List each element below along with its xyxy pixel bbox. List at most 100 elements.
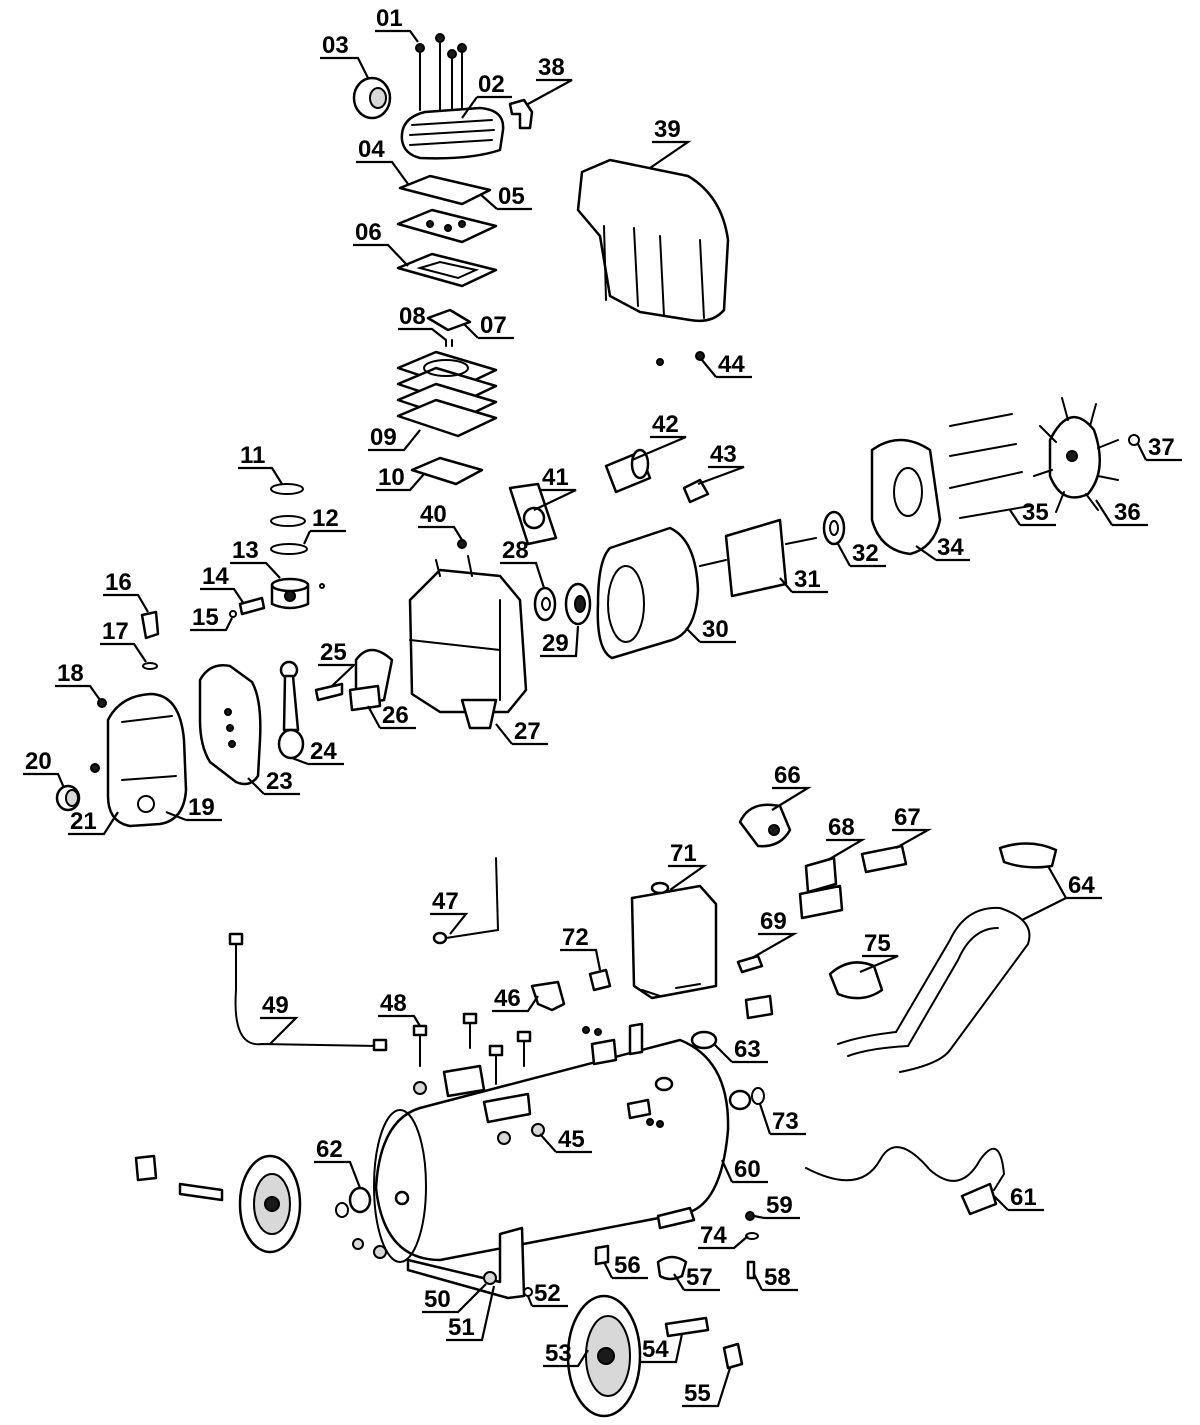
part-75-rubber-foot	[828, 961, 884, 1000]
callout-label-29: 29	[542, 630, 569, 657]
callout-37: 37	[1137, 434, 1182, 462]
part-48-bolts	[412, 1012, 532, 1085]
part-47-pipe	[432, 857, 500, 945]
callout-26: 26	[367, 702, 416, 730]
tank-fittings	[582, 1022, 674, 1128]
part-31-rotor	[699, 518, 817, 598]
callout-label-62: 62	[316, 1136, 343, 1163]
tank-top-brackets	[442, 1064, 532, 1124]
callout-label-43: 43	[710, 441, 737, 468]
part-44-screws	[656, 351, 705, 366]
callout-48: 48	[378, 990, 421, 1027]
part-35-tie-rods	[949, 413, 1031, 519]
callout-63: 63	[713, 1036, 768, 1064]
part-72-fitting	[588, 968, 612, 992]
part-73-plug	[728, 1087, 765, 1111]
callout-10: 10	[376, 464, 425, 492]
callout-label-10: 10	[378, 464, 405, 491]
part-16-breather	[140, 610, 160, 670]
callout-label-56: 56	[614, 1252, 641, 1279]
part-32-bearing	[822, 510, 846, 546]
callout-label-68: 68	[828, 814, 855, 841]
callout-19: 19	[165, 794, 222, 822]
part-66-knob	[738, 803, 792, 848]
callout-label-67: 67	[894, 804, 921, 831]
callout-23: 23	[247, 768, 300, 796]
callout-62: 62	[314, 1136, 362, 1189]
callout-27: 27	[495, 718, 548, 746]
callout-42: 42	[631, 411, 687, 462]
callout-label-05: 05	[498, 183, 525, 210]
callout-label-71: 71	[670, 840, 697, 867]
callout-40: 40	[418, 501, 463, 541]
callout-06: 06	[353, 219, 409, 267]
part-71-pressure-switch	[630, 881, 718, 1000]
callout-67: 67	[892, 804, 933, 849]
callout-28: 28	[500, 537, 546, 589]
part-36-fan	[1033, 397, 1119, 513]
part-63-nut	[690, 1030, 718, 1050]
callout-01: 01	[375, 5, 419, 43]
callout-label-18: 18	[57, 660, 84, 687]
callout-label-31: 31	[794, 566, 821, 593]
callout-31: 31	[779, 566, 828, 594]
callout-60: 60	[720, 1156, 768, 1184]
callout-59: 59	[753, 1192, 800, 1220]
callout-label-42: 42	[652, 411, 679, 438]
callout-29: 29	[540, 625, 580, 658]
callout-11: 11	[238, 442, 283, 485]
callout-label-40: 40	[420, 501, 447, 528]
part-03-cap	[352, 76, 392, 120]
callout-04: 04	[356, 136, 409, 185]
callout-label-46: 46	[494, 985, 521, 1012]
part-38-elbow-fitting	[508, 98, 534, 130]
callout-36: 36	[1095, 499, 1148, 527]
part-69-fitting	[736, 954, 764, 974]
callout-label-47: 47	[432, 888, 459, 915]
part-06-gasket	[396, 252, 498, 288]
part-14-piston-pin	[229, 596, 266, 618]
callout-17: 17	[100, 618, 147, 663]
callout-35: 35	[1009, 499, 1056, 527]
callout-label-13: 13	[232, 537, 259, 564]
callout-label-54: 54	[642, 1336, 669, 1363]
callout-15: 15	[190, 604, 233, 632]
callout-57: 57	[673, 1264, 720, 1292]
callout-55: 55	[682, 1367, 732, 1408]
part-19-crankcase-cover	[106, 692, 188, 828]
callout-09: 09	[368, 424, 421, 452]
callout-75: 75	[859, 930, 899, 974]
part-29-bearing	[564, 582, 592, 626]
part-42-capacitor	[604, 448, 652, 494]
part-61-power-cord	[805, 1146, 1006, 1216]
callout-14: 14	[200, 563, 245, 605]
part-46-elbow	[530, 980, 566, 1012]
rear-wheel	[238, 1154, 302, 1254]
callout-label-30: 30	[702, 616, 729, 643]
callout-21: 21	[68, 808, 119, 836]
callout-label-08: 08	[399, 303, 426, 330]
part-53-wheel	[566, 1294, 642, 1418]
part-30-stator	[596, 526, 700, 660]
callout-label-69: 69	[760, 908, 787, 935]
callout-label-44: 44	[718, 351, 745, 378]
callout-label-04: 04	[358, 136, 385, 163]
callout-53: 53	[543, 1340, 589, 1368]
callout-69: 69	[751, 908, 799, 959]
part-28-washer	[533, 586, 557, 622]
callout-56: 56	[603, 1252, 648, 1280]
callout-label-32: 32	[852, 540, 879, 567]
callout-label-36: 36	[1114, 499, 1141, 526]
callout-39: 39	[649, 116, 692, 169]
callout-58: 58	[753, 1264, 798, 1292]
callout-47: 47	[430, 888, 469, 935]
callout-label-53: 53	[545, 1340, 572, 1367]
callout-label-20: 20	[25, 748, 52, 775]
callout-label-15: 15	[192, 604, 219, 631]
callout-72: 72	[560, 924, 602, 971]
callout-08: 08	[398, 303, 447, 341]
drain-valve-parts	[594, 1211, 759, 1281]
callout-label-72: 72	[562, 924, 589, 951]
callout-label-19: 19	[188, 794, 215, 821]
